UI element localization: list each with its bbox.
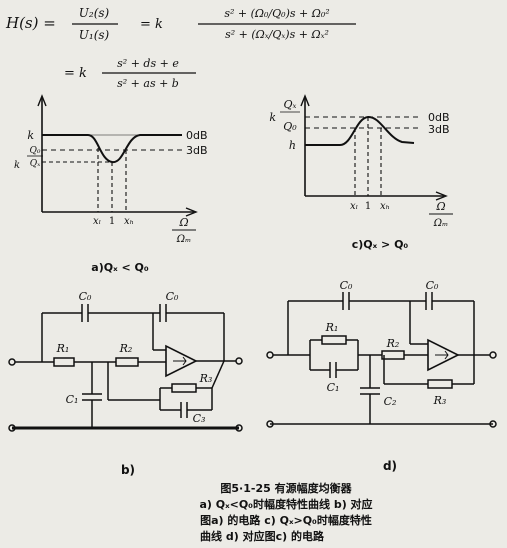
formula-frac1-denominator: U₁(s) <box>79 28 110 42</box>
circuit-b-c0-right-label: C₀ <box>166 290 179 303</box>
formula-frac2-numerator: s² + (Ω₀/Q₀)s + Ω₀² <box>224 7 329 20</box>
circuit-b-ground-terminal-left <box>8 424 16 432</box>
graph-c-response-curve <box>305 116 415 146</box>
graph-a-y-q0: Q₀ <box>30 146 41 156</box>
circuit-b-input-terminal <box>8 358 16 366</box>
formula-frac3-denominator: s² + as + b <box>117 77 179 90</box>
figure-caption-line1: 图5·1-25 有源幅度均衡器 <box>220 481 352 495</box>
circuit-b-c3-label: C₃ <box>193 412 206 425</box>
graph-c-labels: Qₓ k Q₀ h 0dB 3dB xₗ 1 xₕ Ω Ωₘ c)Qₓ > Q₀ <box>269 98 453 251</box>
circuit-d-r2-label: R₂ <box>386 337 400 350</box>
circuit-b-r1-resistor <box>53 357 75 367</box>
figure-caption-line4: 曲线 d) 对应图c) 的电路 <box>200 529 325 543</box>
graph-a <box>37 94 198 217</box>
circuit-b-opamp <box>165 344 198 378</box>
graph-c <box>300 94 448 201</box>
circuit-b-wire-to-out <box>211 360 225 389</box>
circuit-d-labels: C₀ C₀ R₁ R₂ R₃ C₁ C₂ d) <box>325 279 447 473</box>
graph-c-label-0db: 0dB <box>428 111 450 124</box>
graph-c-y-k: k <box>269 111 276 124</box>
circuit-d <box>266 292 497 428</box>
formula-eq2: = k <box>64 66 87 81</box>
graph-a-x-h: xₕ <box>124 216 134 227</box>
circuit-d-r3-resistor <box>427 379 453 389</box>
graph-a-labels: k Q₀ Qₓ k 0dB 3dB xₗ 1 xₕ Ω Ωₘ a)Qₓ < Q₀ <box>14 129 208 274</box>
circuit-b-caption: b) <box>121 463 135 477</box>
graph-a-y-k: k <box>27 129 34 142</box>
graph-c-x-h: xₕ <box>380 201 390 212</box>
circuit-d-output-terminal <box>489 351 497 359</box>
graph-c-y-arrow <box>300 94 310 107</box>
graph-c-y-q0: Q₀ <box>283 120 297 133</box>
figure-caption-line2: a) Qₓ<Q₀时幅度特性曲线 b) 对应 <box>199 497 372 511</box>
graph-c-x-l: xₗ <box>350 201 358 212</box>
circuit-d-ground-terminal-right <box>489 420 497 428</box>
circuit-d-c0-right-label: C₀ <box>426 279 439 292</box>
graph-a-caption: a)Qₓ < Q₀ <box>91 261 149 274</box>
graph-a-y-arrow <box>37 94 47 107</box>
graph-c-label-3db: 3dB <box>428 123 450 136</box>
circuit-d-ground-terminal-left <box>266 420 274 428</box>
graph-a-x-1: 1 <box>109 216 115 227</box>
circuit-b-labels: C₀ C₀ R₁ R₂ R₃ C₁ C₃ b) <box>56 290 213 477</box>
graph-c-x-arrow <box>435 191 448 201</box>
circuit-b-r3-label: R₃ <box>199 372 213 385</box>
graph-c-axis-num: Ω <box>435 200 445 213</box>
circuit-d-c0-left-label: C₀ <box>340 279 353 292</box>
graph-a-x-l: xₗ <box>93 216 101 227</box>
circuit-b-opamp-symbol <box>173 356 187 366</box>
circuit-d-c1-label: C₁ <box>327 381 340 394</box>
graph-c-y-qx: Qₓ <box>284 98 297 111</box>
graph-a-label-0db: 0dB <box>186 129 208 142</box>
circuit-d-r2-resistor <box>381 350 405 360</box>
circuit-d-opamp-symbol <box>435 350 449 360</box>
graph-a-axis-num: Ω <box>178 216 188 229</box>
circuit-d-caption: d) <box>383 459 397 473</box>
circuit-d-opamp <box>427 338 460 372</box>
circuit-b-r2-resistor <box>115 357 139 367</box>
circuit-b-r2-label: R₂ <box>119 342 133 355</box>
figure-caption-line3: 图a) 的电路 c) Qₓ>Q₀时幅度特性 <box>200 513 372 527</box>
formula-frac1-numerator: U₂(s) <box>79 6 110 20</box>
formula-frac3-numerator: s² + ds + e <box>117 57 179 70</box>
graph-a-y-k2: k <box>14 160 20 171</box>
formula-eq1: = k <box>140 17 163 32</box>
formula-frac2-denominator: s² + (Ωₓ/Qₓ)s + Ωₓ² <box>225 28 329 41</box>
graph-a-x-arrow <box>185 207 198 217</box>
figure-caption: 图5·1-25 有源幅度均衡器 a) Qₓ<Q₀时幅度特性曲线 b) 对应 图a… <box>199 481 372 543</box>
circuit-d-c2-label: C₂ <box>384 395 397 408</box>
circuit-b <box>8 304 243 432</box>
graph-c-caption: c)Qₓ > Q₀ <box>352 238 409 251</box>
circuit-b-ground-terminal-right <box>235 424 243 432</box>
graph-a-axis-den: Ωₘ <box>176 234 191 245</box>
circuit-b-c0-left-label: C₀ <box>79 290 92 303</box>
graph-a-label-3db: 3dB <box>186 144 208 157</box>
graph-a-response-curve <box>42 134 182 163</box>
graph-a-y-qx: Qₓ <box>30 159 41 169</box>
transfer-function-formula: H(s) = U₂(s) U₁(s) = k s² + (Ω₀/Q₀)s + Ω… <box>5 6 356 90</box>
circuit-d-r1-resistor <box>321 335 347 345</box>
circuit-b-output-terminal <box>235 357 243 365</box>
circuit-d-r1-label: R₁ <box>325 321 339 334</box>
graph-c-x-1: 1 <box>365 201 371 212</box>
circuit-d-input-terminal <box>266 351 274 359</box>
circuit-d-r3-label: R₃ <box>433 394 447 407</box>
circuit-b-r1-label: R₁ <box>56 342 70 355</box>
circuit-b-r3-resistor <box>171 383 197 393</box>
formula-lhs: H(s) = <box>5 14 56 32</box>
graph-c-y-h: h <box>289 139 296 152</box>
graph-c-axis-den: Ωₘ <box>433 218 448 229</box>
circuit-b-c1-label: C₁ <box>66 393 79 406</box>
